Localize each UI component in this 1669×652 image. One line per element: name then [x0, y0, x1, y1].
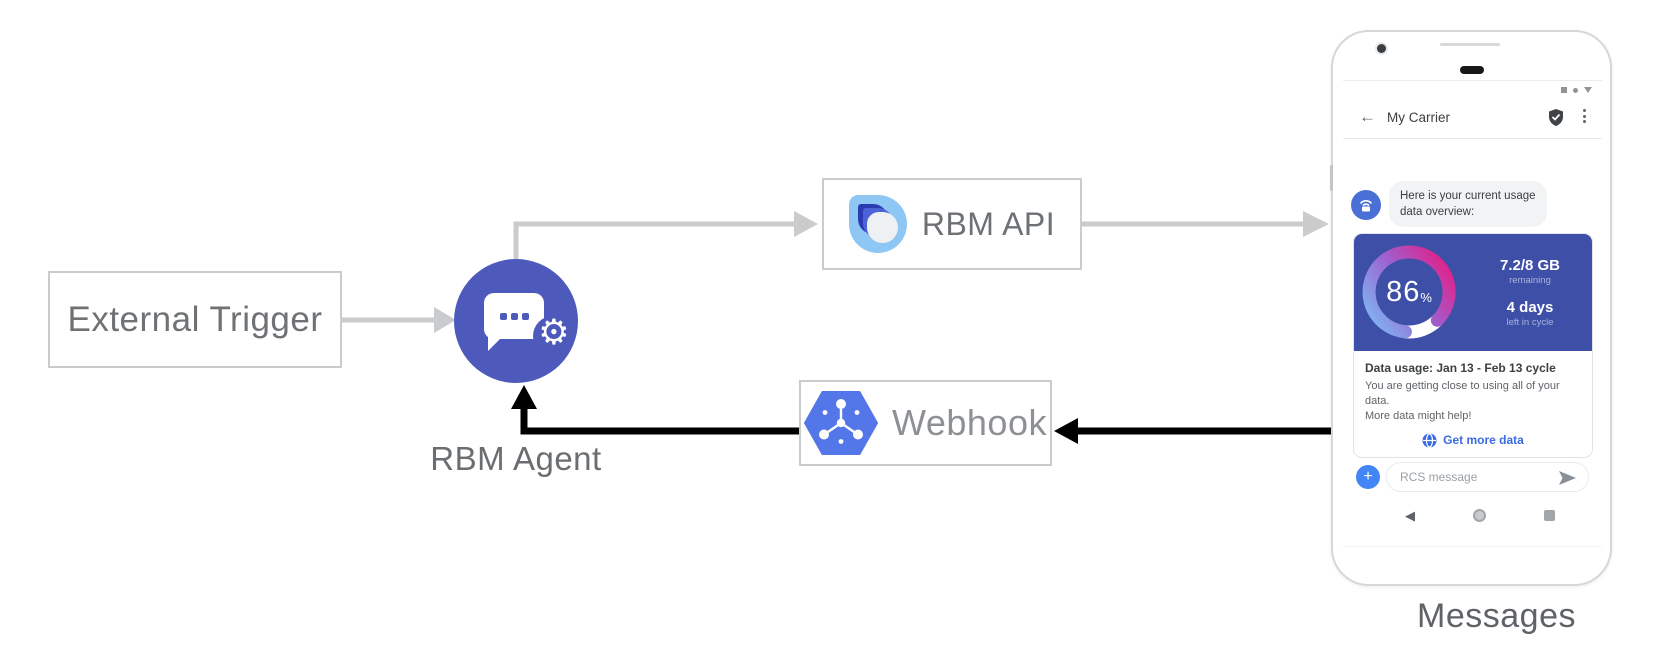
- phone-mockup: ← My Carrier Here is your current usage …: [1330, 30, 1612, 586]
- node-external-trigger: External Trigger: [48, 271, 342, 368]
- side-button: [1330, 165, 1333, 191]
- get-more-data-label: Get more data: [1443, 433, 1524, 448]
- pubsub-hexagon-icon: [804, 391, 879, 455]
- overflow-menu-icon[interactable]: [1583, 109, 1586, 123]
- usage-card-details: Data usage: Jan 13 - Feb 13 cycle You ar…: [1354, 351, 1592, 457]
- globe-icon: [1422, 432, 1437, 448]
- status-square-icon: [1561, 87, 1567, 93]
- status-triangle-icon: [1584, 87, 1592, 93]
- usage-gauge-panel: 86 % 7.2/8 GB remaining 4 days left in c…: [1354, 234, 1592, 351]
- arrowhead-agent-to-api: [794, 211, 818, 237]
- gear-icon: ⚙: [538, 313, 570, 352]
- rbm-api-label: RBM API: [921, 205, 1056, 242]
- status-bar: [1561, 87, 1592, 93]
- external-trigger-label: External Trigger: [67, 299, 323, 339]
- arrowhead-phone-to-webhook: [1054, 418, 1078, 444]
- attach-plus-button[interactable]: +: [1356, 465, 1380, 489]
- gauge-percent-suffix: %: [1420, 289, 1432, 305]
- rcs-message-input[interactable]: [1400, 463, 1550, 490]
- arrow-webhook-to-agent: [520, 407, 799, 435]
- nav-home-icon[interactable]: [1473, 509, 1486, 522]
- rbm-api-logo-icon: [848, 195, 907, 253]
- verified-shield-icon: [1549, 109, 1563, 126]
- messages-caption: Messages: [1417, 597, 1576, 635]
- chat-bubble-tail: [488, 337, 502, 351]
- nav-back-icon[interactable]: ◀: [1405, 508, 1415, 523]
- agent-message-line1: Here is your current usage: [1400, 190, 1536, 202]
- arrowhead-api-to-phone: [1303, 211, 1329, 237]
- remaining-label: remaining: [1509, 275, 1551, 286]
- conversation-header: ← My Carrier: [1343, 98, 1602, 139]
- android-nav-bar: ◀: [1343, 506, 1602, 528]
- conversation-title: My Carrier: [1387, 110, 1450, 125]
- node-rbm-agent: ⚙: [454, 259, 578, 383]
- gauge-percent: 86 %: [1359, 242, 1459, 342]
- webhook-label: Webhook: [892, 402, 1047, 443]
- agent-message-bubble: Here is your current usage data overview…: [1389, 181, 1547, 228]
- usage-card-body: You are getting close to using all of yo…: [1365, 380, 1560, 422]
- usage-stats: 7.2/8 GB remaining 4 days left in cycle: [1472, 234, 1588, 351]
- gauge-percent-value: 86: [1386, 275, 1421, 308]
- node-webhook: Webhook: [799, 380, 1052, 466]
- back-arrow-icon[interactable]: ←: [1359, 107, 1376, 126]
- arrowhead-external-to-agent: [434, 307, 456, 333]
- arrow-agent-to-api: [513, 221, 794, 259]
- days-value: 4 days: [1506, 299, 1554, 316]
- top-speaker-slit: [1440, 43, 1500, 46]
- send-icon[interactable]: [1559, 471, 1576, 485]
- status-dot-icon: [1573, 87, 1578, 93]
- front-camera: [1377, 44, 1386, 53]
- phone-screen: ← My Carrier Here is your current usage …: [1343, 80, 1602, 547]
- node-rbm-api: RBM API: [822, 178, 1082, 270]
- nav-recents-icon[interactable]: [1544, 510, 1555, 521]
- agent-avatar: [1351, 190, 1381, 220]
- gear-backing: [533, 316, 573, 356]
- rbm-agent-label: RBM Agent: [430, 440, 602, 477]
- usage-card-title: Data usage: Jan 13 - Feb 13 cycle: [1365, 361, 1556, 375]
- get-more-data-button[interactable]: Get more data: [1365, 432, 1581, 448]
- arrowhead-webhook-to-agent: [511, 385, 537, 409]
- message-composer: [1386, 462, 1589, 492]
- days-label: left in cycle: [1506, 317, 1554, 328]
- earpiece: [1460, 66, 1484, 74]
- remaining-value: 7.2/8 GB: [1499, 257, 1561, 274]
- usage-rich-card: 86 % 7.2/8 GB remaining 4 days left in c…: [1353, 233, 1593, 458]
- agent-message-line2: data overview:: [1400, 206, 1475, 219]
- usage-donut-gauge: [1362, 245, 1456, 339]
- router-icon: [1359, 200, 1373, 212]
